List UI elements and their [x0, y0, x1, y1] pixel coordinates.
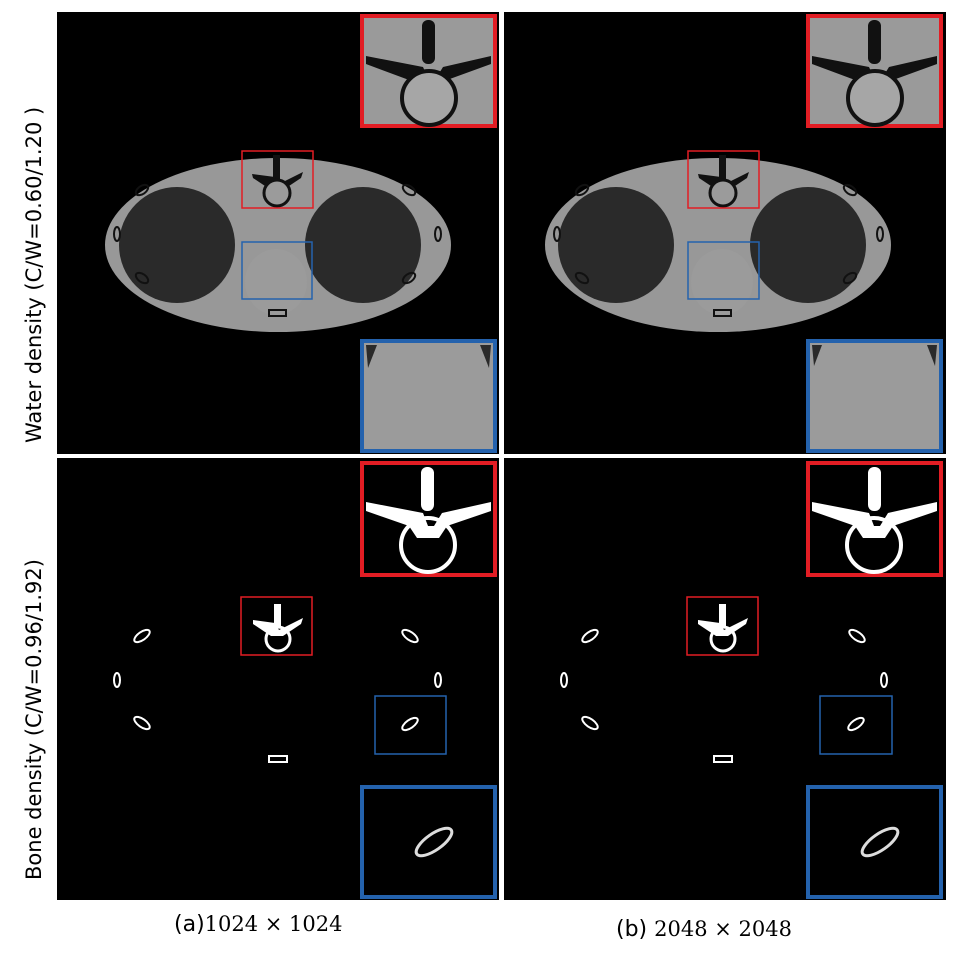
- caption-b: (b) 2048 × 2048: [616, 917, 792, 942]
- caption-a: (a)1024 × 1024: [174, 912, 343, 937]
- caption-a-size: 1024 × 1024: [204, 912, 343, 936]
- caption-b-size: 2048 × 2048: [654, 917, 792, 941]
- caption-a-prefix: (a): [174, 912, 205, 937]
- row-label-water-density: Water density (C/W=0.60/1.20 ): [22, 106, 46, 443]
- phantom-water-image: [105, 14, 497, 453]
- panel-bone-1024: [57, 458, 499, 900]
- phantom-water-image: [545, 14, 943, 453]
- panel-water-1024: [57, 12, 499, 454]
- phantom-bone-image: [560, 461, 943, 899]
- caption-b-prefix: (b): [616, 917, 655, 942]
- panel-water-2048: [504, 12, 946, 454]
- phantom-bone-image: [113, 461, 497, 899]
- row-label-bone-density: Bone density (C/W=0.96/1.92): [22, 559, 46, 880]
- panel-bone-2048: [504, 458, 946, 900]
